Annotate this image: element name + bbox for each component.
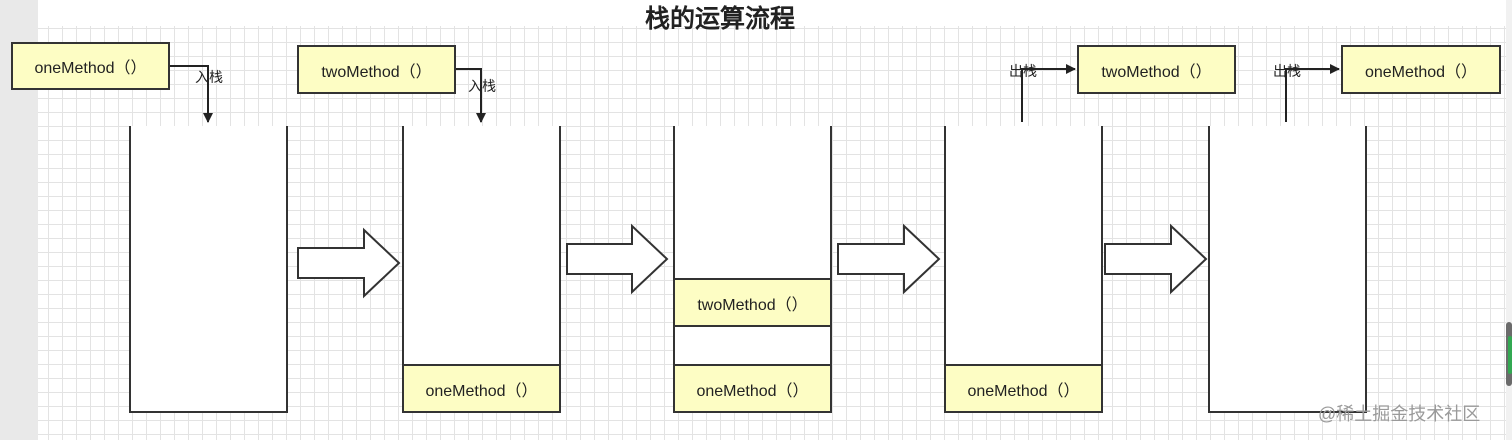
stack-step5: [1208, 126, 1367, 413]
method-box-step2-bottom: oneMethod（）: [402, 364, 561, 413]
push-arrow-step1: [170, 65, 213, 123]
transition-arrow-4: [1104, 223, 1208, 295]
diagram-title: 栈的运算流程: [644, 5, 795, 33]
method-box-step1-push: oneMethod（）: [11, 42, 170, 90]
method-box-step3-bottom: oneMethod（）: [673, 364, 832, 413]
method-box-step2-push: twoMethod（）: [297, 45, 456, 94]
method-box-step3-top: twoMethod（）: [673, 278, 832, 327]
page-top-strip: [38, 0, 1506, 26]
pop-arrow-step5: [1285, 64, 1340, 122]
watermark: @稀土掘金技术社区: [1318, 404, 1481, 424]
push-arrow-step2: [456, 68, 486, 123]
transition-arrow-1: [297, 227, 401, 299]
scrollbar-accent: [1508, 336, 1512, 374]
transition-arrow-3: [837, 223, 941, 295]
stack-step1: [129, 126, 288, 413]
pop-arrow-step4: [1021, 64, 1076, 122]
method-box-step4-bottom: oneMethod（）: [944, 364, 1103, 413]
transition-arrow-2: [566, 223, 669, 295]
method-box-step4-pop: twoMethod（）: [1077, 45, 1236, 94]
method-box-step5-pop: oneMethod（）: [1341, 45, 1501, 94]
